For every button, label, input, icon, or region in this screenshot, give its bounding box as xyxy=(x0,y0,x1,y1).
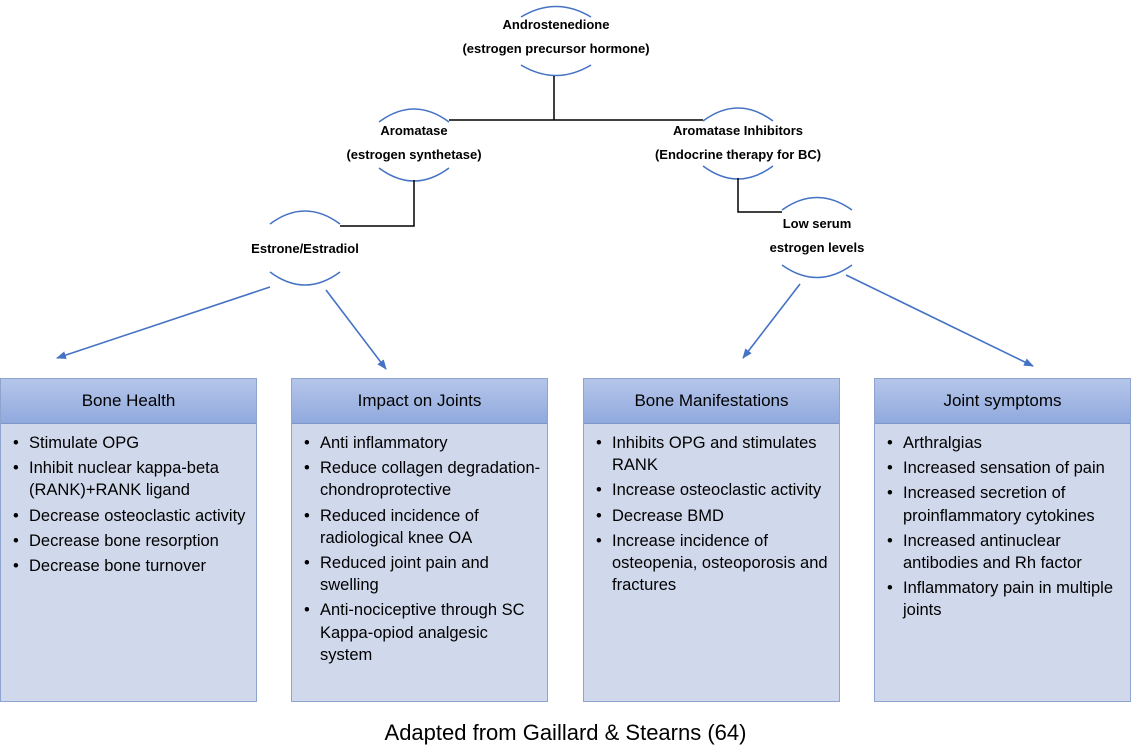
list-item: Reduced joint pain and swelling xyxy=(304,552,541,596)
low-estrogen-bottom-arc xyxy=(781,264,853,279)
aromatase-title: Aromatase xyxy=(380,123,448,138)
list-item: Inhibits OPG and stimulates RANK xyxy=(596,432,833,476)
low-estrogen-subtitle: estrogen levels xyxy=(769,240,865,255)
node-low-serum-estrogen: Low serum estrogen levels xyxy=(757,212,877,260)
list-item: Arthralgias xyxy=(887,432,1124,454)
box-impact-on-joints-title: Impact on Joints xyxy=(292,379,547,424)
aromatase-subtitle: (estrogen synthetase) xyxy=(346,147,482,162)
list-item: Reduce collagen degradation- chondroprot… xyxy=(304,457,541,501)
box-joint-symptoms-title: Joint symptoms xyxy=(875,379,1130,424)
node-aromatase-inhibitors: Aromatase Inhibitors (Endocrine therapy … xyxy=(628,119,848,167)
box-impact-on-joints-list: Anti inflammatory Reduce collagen degrad… xyxy=(292,424,547,666)
list-item: Decrease bone turnover xyxy=(13,555,250,577)
list-item: Increase incidence of osteopenia, osteop… xyxy=(596,530,833,597)
box-bone-health-list: Stimulate OPG Inhibit nuclear kappa-beta… xyxy=(1,424,256,577)
list-item: Reduced incidence of radiological knee O… xyxy=(304,505,541,549)
box-joint-symptoms: Joint symptoms Arthralgias Increased sen… xyxy=(874,378,1131,702)
androstenedione-title: Androstenedione xyxy=(502,17,610,32)
list-item: Increase osteoclastic activity xyxy=(596,479,833,501)
node-androstenedione: Androstenedione (estrogen precursor horm… xyxy=(436,13,676,61)
node-estrone-estradiol: Estrone/Estradiol xyxy=(215,237,395,261)
arrow-to-bone-manifestations xyxy=(742,283,801,359)
aromatase-top-arc xyxy=(378,108,450,123)
androstenedione-bottom-arc xyxy=(520,64,592,77)
connector-androstenedione-branch xyxy=(449,76,703,121)
list-item: Increased antinuclear antibodies and Rh … xyxy=(887,530,1124,574)
aromatase-bottom-arc xyxy=(378,167,450,182)
aromatase-inhibitors-title: Aromatase Inhibitors xyxy=(672,123,804,138)
inhibitors-top-arc xyxy=(702,107,774,122)
box-bone-manifestations: Bone Manifestations Inhibits OPG and sti… xyxy=(583,378,840,702)
low-estrogen-title: Low serum xyxy=(782,216,852,231)
list-item: Decrease bone resorption xyxy=(13,530,250,552)
box-bone-manifestations-title: Bone Manifestations xyxy=(584,379,839,424)
box-joint-symptoms-list: Arthralgias Increased sensation of pain … xyxy=(875,424,1130,622)
arrow-to-bone-health xyxy=(56,286,271,359)
estrone-title: Estrone/Estradiol xyxy=(251,241,359,256)
androstenedione-subtitle: (estrogen precursor hormone) xyxy=(462,41,650,56)
connector-inhibitors-low-estrogen xyxy=(737,178,782,213)
box-bone-health: Bone Health Stimulate OPG Inhibit nuclea… xyxy=(0,378,257,702)
list-item: Anti-nociceptive through SC Kappa-opiod … xyxy=(304,599,541,666)
list-item: Inhibit nuclear kappa-beta (RANK)+RANK l… xyxy=(13,457,250,501)
list-item: Inflammatory pain in multiple joints xyxy=(887,577,1124,621)
connector-aromatase-estrone xyxy=(340,180,415,227)
estrone-bottom-arc xyxy=(269,271,341,286)
node-aromatase: Aromatase (estrogen synthetase) xyxy=(314,119,514,167)
estrone-top-arc xyxy=(269,210,341,225)
androstenedione-top-arc xyxy=(520,5,592,18)
arrow-to-joint-symptoms xyxy=(845,274,1034,367)
aromatase-inhibitors-subtitle: (Endocrine therapy for BC) xyxy=(654,147,822,162)
arrow-to-impact-on-joints xyxy=(325,289,387,370)
box-impact-on-joints: Impact on Joints Anti inflammatory Reduc… xyxy=(291,378,548,702)
figure-caption: Adapted from Gaillard & Stearns (64) xyxy=(384,720,747,745)
box-bone-health-title: Bone Health xyxy=(1,379,256,424)
list-item: Increased sensation of pain xyxy=(887,457,1124,479)
list-item: Stimulate OPG xyxy=(13,432,250,454)
low-estrogen-top-arc xyxy=(781,196,853,211)
inhibitors-bottom-arc xyxy=(702,165,774,180)
list-item: Decrease BMD xyxy=(596,505,833,527)
box-bone-manifestations-list: Inhibits OPG and stimulates RANK Increas… xyxy=(584,424,839,596)
list-item: Anti inflammatory xyxy=(304,432,541,454)
list-item: Decrease osteoclastic activity xyxy=(13,505,250,527)
list-item: Increased secretion of proinflammatory c… xyxy=(887,482,1124,526)
